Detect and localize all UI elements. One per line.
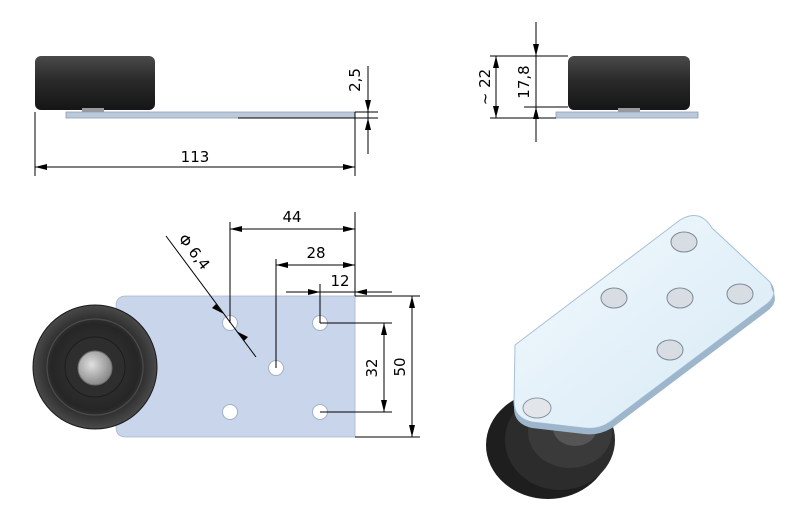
dimension-28: 28: [275, 244, 355, 368]
dimension-28-label: 28: [306, 244, 325, 262]
dimension-113-label: 113: [181, 148, 210, 166]
plate-side-right: [555, 111, 699, 119]
dimension-50: 50: [355, 295, 420, 438]
dimension-22-label: ~ 22: [476, 69, 494, 105]
side-view: [555, 56, 699, 119]
dimension-113: 113: [34, 112, 356, 176]
wheel-side-front: [35, 56, 155, 110]
dimension-17-8-label: 17,8: [515, 65, 533, 98]
dimension-50-label: 50: [391, 357, 409, 376]
wheel-side-right: [568, 56, 690, 110]
mounting-hole: [222, 404, 238, 420]
isometric-view: [486, 215, 775, 499]
mounting-hole-iso: [656, 339, 684, 361]
mounting-hole-iso: [670, 231, 698, 253]
mounting-plate-top: [115, 295, 356, 438]
dimension-2-5: 2,5: [346, 66, 378, 154]
dimension-17-8: 17,8: [515, 22, 568, 142]
mounting-hole-iso: [726, 283, 754, 305]
dimension-32-label: 32: [363, 358, 381, 377]
plate-side-front: [65, 111, 356, 119]
wheel-hub: [77, 350, 113, 386]
dimension-12: 12: [286, 272, 392, 323]
top-view: [32, 295, 356, 438]
dimension-diameter-label: Φ 6,4: [174, 230, 213, 273]
dimension-44: 44: [229, 208, 356, 323]
dimension-32: 32: [320, 322, 392, 413]
axle-head-iso: [522, 397, 552, 419]
wheel-top: [32, 304, 158, 430]
dimension-22: ~ 22: [476, 55, 568, 119]
dimension-12-label: 12: [330, 272, 349, 290]
dimension-44-label: 44: [282, 208, 301, 226]
dimension-2-5-label: 2,5: [346, 68, 364, 92]
front-view: [35, 56, 356, 119]
mounting-hole-iso: [600, 287, 628, 309]
mounting-hole-iso: [666, 287, 694, 309]
